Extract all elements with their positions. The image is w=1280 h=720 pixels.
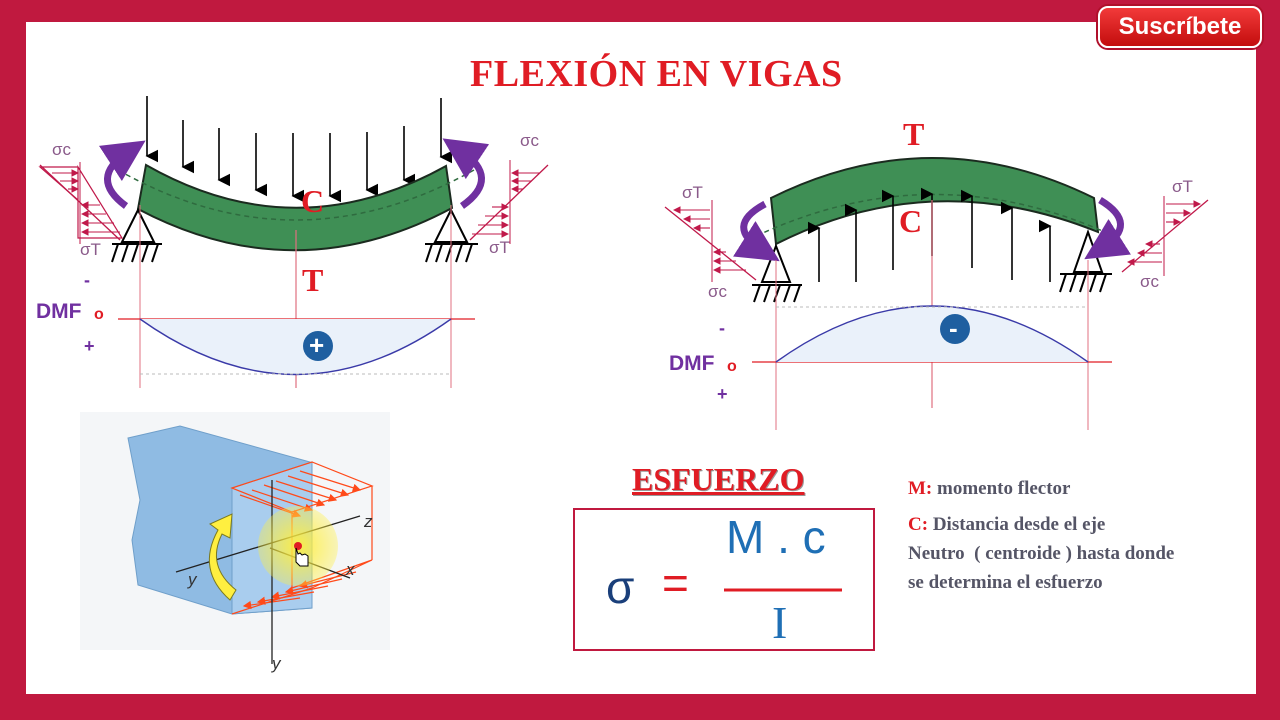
hand-cursor-icon bbox=[295, 547, 309, 567]
axis-y-bottom-label: y bbox=[272, 654, 281, 673]
stress-heading: ESFUERZO bbox=[632, 461, 805, 497]
formula-equals: = bbox=[662, 557, 689, 609]
left-plus-sign: + bbox=[84, 336, 95, 356]
formula-numerator: M . c bbox=[726, 511, 826, 563]
right-zero-label: o bbox=[727, 358, 737, 375]
axis-y-label: y bbox=[188, 570, 197, 589]
right-beam-right-sigma-t-label: σT bbox=[1172, 177, 1193, 196]
right-beam-left-stress bbox=[664, 200, 757, 282]
right-beam-right-support bbox=[1059, 228, 1112, 293]
left-sigma-c-label: σc bbox=[52, 140, 71, 159]
definition-c-line2: Neutro ( centroide ) hasta donde bbox=[908, 543, 1175, 564]
moment-curl-arrow bbox=[208, 513, 237, 601]
right-beam-left-support bbox=[752, 243, 802, 303]
left-minus-sign: - bbox=[84, 270, 90, 290]
formula-box bbox=[573, 508, 875, 651]
left-zero-label: o bbox=[94, 306, 104, 323]
positive-badge-label: + bbox=[309, 330, 325, 360]
right-moment-arrow bbox=[442, 138, 490, 209]
cross-section-3d bbox=[80, 412, 390, 664]
axis-x-label: x bbox=[346, 560, 355, 579]
right-beam-right-sigma-c-label: σc bbox=[1140, 272, 1159, 291]
positive-moment-badge bbox=[303, 331, 333, 361]
negative-moment-badge bbox=[940, 314, 970, 344]
definition-m-key: M: bbox=[908, 478, 933, 499]
right-stress-distribution bbox=[469, 160, 549, 244]
right-beam-group bbox=[664, 157, 1209, 430]
right-beam-left-sigma-t-label: σT bbox=[682, 183, 703, 202]
right-beam-right-moment-arrow bbox=[1084, 196, 1131, 260]
formula-denominator: I bbox=[772, 597, 788, 648]
compression-label: C bbox=[301, 183, 325, 219]
definition-c: C: Distancia desde el eje Neutro ( centr… bbox=[908, 510, 1174, 597]
right-beam bbox=[769, 157, 1100, 246]
formula-sigma: σ bbox=[606, 561, 635, 613]
right-plus-sign: + bbox=[717, 384, 728, 404]
right-moment-diagram bbox=[752, 200, 1112, 430]
definition-c-line1: Distancia desde el eje bbox=[932, 514, 1106, 535]
tension-label: T bbox=[302, 262, 324, 298]
right-minus-sign: - bbox=[719, 318, 725, 338]
right-beam-right-stress bbox=[1121, 196, 1209, 276]
subscribe-button[interactable]: Suscríbete bbox=[1098, 6, 1262, 48]
definition-c-line3: se determina el esfuerzo bbox=[908, 572, 1103, 593]
left-stress-distribution bbox=[38, 162, 124, 244]
left-beam-group bbox=[38, 96, 549, 388]
axis-z-label: z bbox=[364, 512, 373, 531]
definition-m: M: momento flector bbox=[908, 474, 1070, 503]
distributed-load-arrows bbox=[145, 96, 453, 203]
page-title: FLEXIÓN EN VIGAS bbox=[470, 53, 843, 95]
right-compression-label: C bbox=[899, 203, 923, 239]
right-beam-left-moment-arrow bbox=[733, 200, 780, 262]
left-moment-arrow bbox=[98, 140, 146, 209]
left-beam-right-sigma-c-label: σc bbox=[520, 131, 539, 150]
left-support-pin bbox=[111, 207, 162, 263]
right-dmf-label: DMF bbox=[669, 352, 715, 375]
left-sigma-t-label: σT bbox=[80, 240, 101, 259]
definition-c-key: C: bbox=[908, 514, 929, 535]
left-beam bbox=[136, 163, 454, 252]
negative-badge-label: - bbox=[949, 313, 958, 343]
left-beam-right-sigma-t-label: σT bbox=[489, 238, 510, 257]
definition-m-text: momento flector bbox=[937, 478, 1071, 499]
left-moment-diagram bbox=[118, 205, 475, 388]
right-tension-label: T bbox=[903, 116, 925, 152]
right-beam-left-sigma-c-label: σc bbox=[708, 282, 727, 301]
left-dmf-label: DMF bbox=[36, 300, 82, 323]
